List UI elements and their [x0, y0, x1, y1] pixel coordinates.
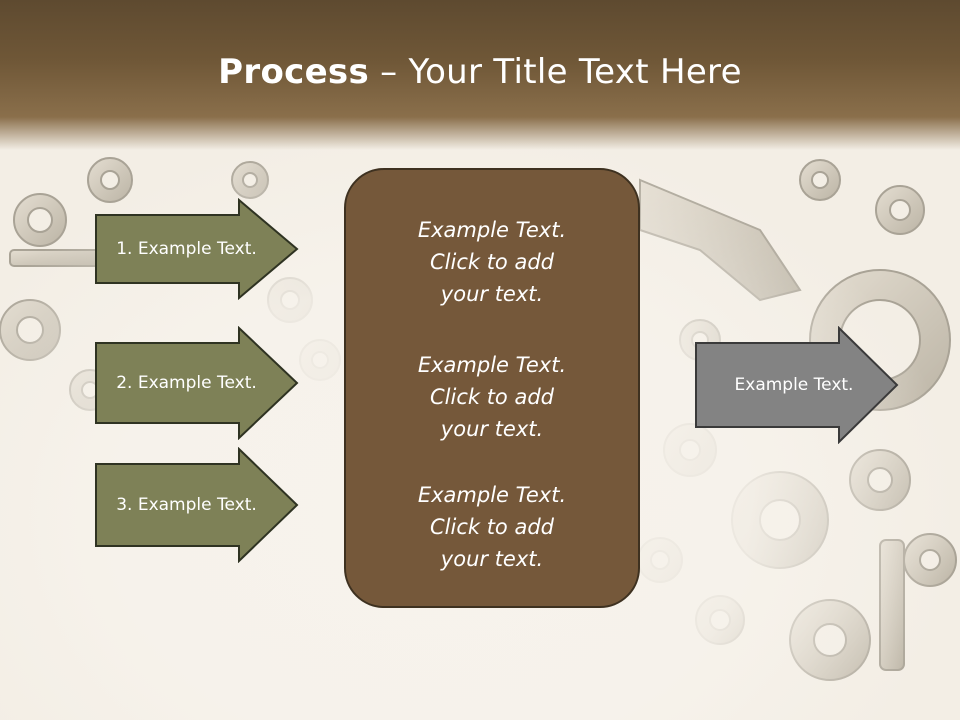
arrow-shape	[95, 447, 299, 563]
slide-title: Process – Your Title Text Here	[0, 52, 960, 92]
block-line: Example Text.	[417, 218, 567, 242]
left-arrow-label: 3. Example Text.	[116, 495, 257, 515]
center-text-block-1: Example Text. Click to add your text.	[346, 214, 638, 310]
block-line: Click to add	[429, 385, 554, 409]
arrow-shape	[95, 326, 299, 440]
right-arrow-label: Example Text.	[734, 375, 854, 395]
left-arrow-1[interactable]: 1. Example Text.	[94, 198, 300, 300]
center-text-block-2: Example Text. Click to add your text.	[346, 349, 638, 445]
title-rest: – Your Title Text Here	[369, 52, 742, 92]
arrow-shape	[695, 326, 899, 444]
block-line: your text.	[440, 547, 544, 571]
left-arrow-3[interactable]: 3. Example Text.	[94, 447, 300, 563]
title-bold: Process	[218, 52, 370, 92]
title-band	[0, 0, 960, 150]
arrow-shape	[95, 198, 299, 300]
center-text-block-3: Example Text. Click to add your text.	[346, 479, 638, 575]
left-arrow-2[interactable]: 2. Example Text.	[94, 326, 300, 440]
right-arrow[interactable]: Example Text.	[694, 326, 900, 444]
left-arrow-label: 2. Example Text.	[116, 373, 257, 393]
left-arrow-label: 1. Example Text.	[116, 239, 257, 259]
center-text-box[interactable]: Example Text. Click to add your text. Ex…	[344, 168, 640, 608]
block-line: your text.	[440, 417, 544, 441]
block-line: Click to add	[429, 515, 554, 539]
block-line: your text.	[440, 282, 544, 306]
block-line: Example Text.	[417, 483, 567, 507]
block-line: Click to add	[429, 250, 554, 274]
block-line: Example Text.	[417, 353, 567, 377]
